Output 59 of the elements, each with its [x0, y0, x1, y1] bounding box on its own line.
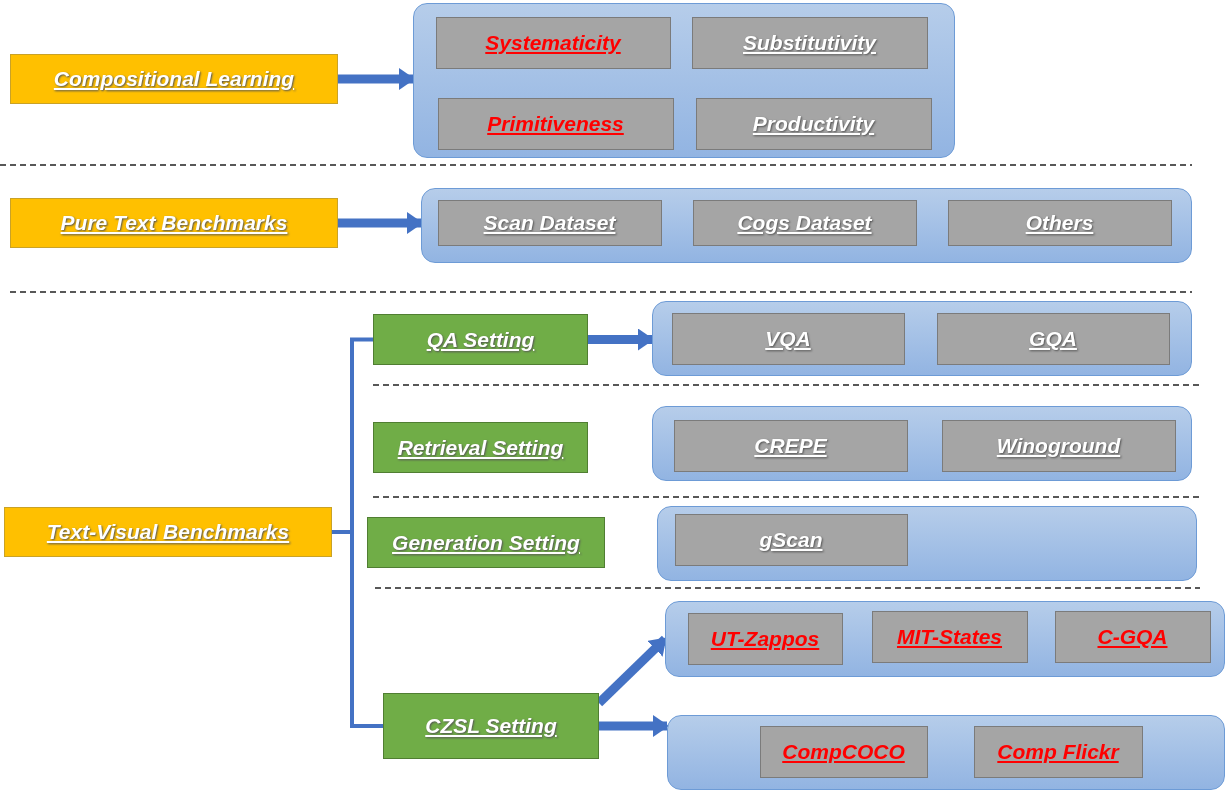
- arrow: [338, 68, 415, 90]
- node-label: GQA: [1029, 326, 1077, 351]
- node-label: Pure Text Benchmarks: [60, 211, 288, 235]
- item-box: [871, 610, 1028, 663]
- item-box: [691, 16, 928, 69]
- group-panel: [665, 601, 1225, 677]
- node-label: UT-Zappos: [710, 626, 820, 651]
- item-box: [674, 513, 908, 566]
- arrow: [338, 212, 423, 234]
- item-box: [759, 725, 928, 778]
- item-box: [1054, 610, 1211, 663]
- node-label: Others: [1025, 210, 1094, 235]
- setting-box: [373, 422, 588, 473]
- node-label: Substitutivity: [743, 30, 876, 55]
- setting-box: [367, 517, 605, 568]
- node-label: CZSL Setting: [425, 714, 557, 738]
- item-box: [973, 725, 1143, 778]
- node-label: VQA: [765, 326, 811, 351]
- node-label: Text-Visual Benchmarks: [46, 520, 290, 544]
- item-box: [941, 419, 1176, 472]
- group-panel: [652, 406, 1192, 481]
- node-label: MIT-States: [897, 624, 1002, 649]
- arrow: [588, 328, 654, 351]
- node-label: QA Setting: [426, 327, 535, 352]
- item-box: [692, 199, 917, 246]
- category-box: [10, 198, 338, 248]
- category-box: [4, 507, 332, 557]
- item-box: [437, 97, 674, 150]
- node-label: Primitiveness: [487, 111, 624, 136]
- group-panel: [667, 715, 1225, 790]
- node-label: Scan Dataset: [483, 210, 616, 235]
- node-label: Compositional Learning: [53, 67, 295, 91]
- node-label: Productivity: [752, 111, 875, 136]
- group-panel: [652, 301, 1192, 376]
- item-box: [695, 97, 932, 150]
- item-box: [936, 312, 1170, 365]
- item-box: [947, 199, 1172, 246]
- node-label: Retrieval Setting: [397, 435, 564, 460]
- node-label: C-GQA: [1097, 624, 1168, 649]
- item-box: [671, 312, 905, 365]
- item-box: [435, 16, 671, 69]
- node-label: CREPE: [754, 433, 827, 458]
- node-label: CompCOCO: [782, 739, 905, 764]
- node-label: Generation Setting: [392, 530, 580, 555]
- node-label: gScan: [759, 527, 823, 552]
- node-label: Cogs Dataset: [737, 210, 872, 235]
- node-label: Comp Flickr: [997, 739, 1119, 764]
- group-panel: [413, 3, 955, 158]
- setting-box: [373, 314, 588, 365]
- group-panel: [657, 506, 1197, 581]
- item-box: [673, 419, 908, 472]
- node-label: Winoground: [996, 433, 1121, 458]
- setting-box: [383, 693, 599, 759]
- node-label: Systematicity: [485, 30, 621, 55]
- group-panel: [421, 188, 1192, 263]
- arrow: [599, 715, 669, 737]
- item-box: [687, 612, 843, 665]
- category-box: [10, 54, 338, 104]
- item-box: [437, 199, 662, 246]
